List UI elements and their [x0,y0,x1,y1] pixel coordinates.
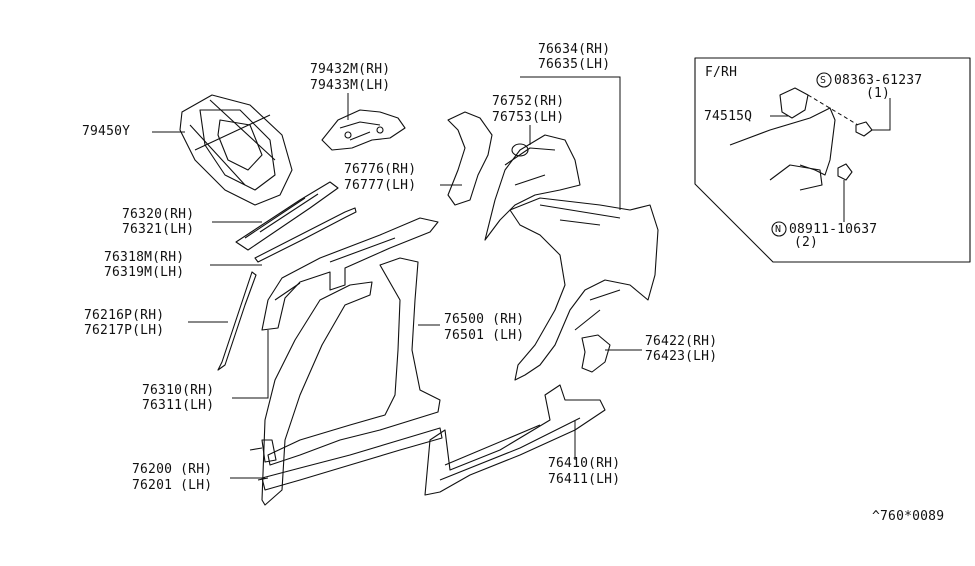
label-76321-lh: 76321(LH) [122,222,195,237]
label-nut-qty: (2) [794,235,819,250]
label-76777-lh: 76777(LH) [344,178,417,193]
label-bolt-qty: (1) [866,86,891,101]
part-76752-drawing [484,134,581,241]
part-76320-drawing [235,181,339,251]
part-76422-drawing [581,334,611,373]
part-76318m-drawing [254,207,357,263]
diagram-code: ^760*0089 [872,509,945,524]
label-nut-part: 08911-10637 [789,222,878,237]
label-76776-rh: 76776(RH) [344,162,417,177]
label-76200-rh: 76200 (RH) [132,462,213,477]
part-76200-drawing [249,257,443,506]
part-76216p-drawing [217,271,257,371]
label-76422-rh: 76422(RH) [645,334,718,349]
label-76310-rh: 76310(RH) [142,383,215,398]
label-74515q: 74515Q [704,109,753,124]
label-bolt-part: 08363-61237 [834,73,923,88]
part-79450y-drawing [179,94,293,206]
label-76318m-rh: 76318M(RH) [104,250,185,265]
label-79432m-rh: 79432M(RH) [310,62,391,77]
label-76320-rh: 76320(RH) [122,207,195,222]
label-76752-rh: 76752(RH) [492,94,565,109]
part-76410-drawing [424,384,606,496]
leader-lines [152,76,642,479]
inset-box [694,57,971,263]
nut-symbol: N [775,224,782,235]
label-76501-lh: 76501 (LH) [444,328,525,343]
part-76310-drawing [261,217,439,331]
label-76635-lh: 76635(LH) [538,57,611,72]
inset-title: F/RH [705,65,738,80]
label-76311-lh: 76311(LH) [142,398,215,413]
part-79432m-drawing [321,109,406,151]
label-76753-lh: 76753(LH) [492,110,565,125]
label-76217p-lh: 76217P(LH) [84,323,165,338]
label-76500-rh: 76500 (RH) [444,312,525,327]
label-76410-rh: 76410(RH) [548,456,621,471]
part-76776-drawing [447,111,493,206]
label-76423-lh: 76423(LH) [645,349,718,364]
label-79433m-lh: 79433M(LH) [310,78,391,93]
label-76201-lh: 76201 (LH) [132,478,213,493]
label-76411-lh: 76411(LH) [548,472,621,487]
bolt-symbol: S [820,75,827,86]
label-76634-rh: 76634(RH) [538,42,611,57]
part-76634-drawing [509,197,659,381]
label-76216p-rh: 76216P(RH) [84,308,165,323]
label-76319m-lh: 76319M(LH) [104,265,185,280]
label-79450y: 79450Y [82,124,131,139]
